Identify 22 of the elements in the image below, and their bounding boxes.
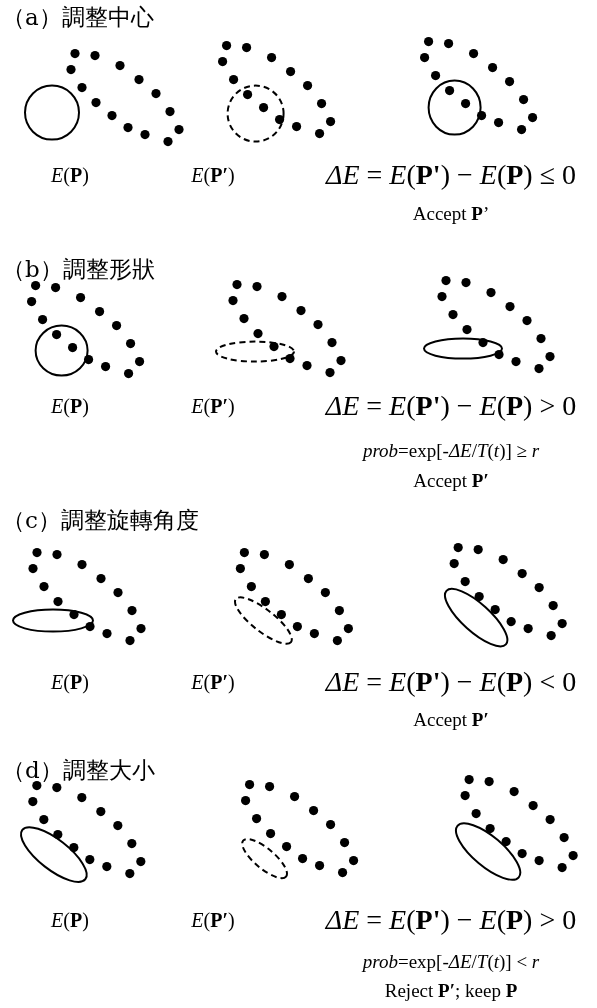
decision-note: Reject P′; keep P <box>384 979 518 1003</box>
energy-difference-formula: ΔE = E(P') − E(P) < 0 <box>325 665 577 699</box>
panel-heading: （c）調整旋轉角度 <box>2 507 199 535</box>
decision-note: Accept P′ <box>413 708 489 732</box>
panel-heading: （a）調整中心 <box>2 4 154 32</box>
decision-note: prob=exp[-ΔE/T(t)] < r <box>362 950 540 974</box>
panel-heading: （d）調整大小 <box>2 757 155 785</box>
decision-note: Accept P′ <box>413 469 489 493</box>
energy-label: E(P) <box>51 670 89 694</box>
panel-heading: （b）調整形狀 <box>2 256 155 284</box>
decision-note: Accept P’ <box>412 202 490 226</box>
energy-label: E(P′) <box>191 394 235 418</box>
decision-note: prob=exp[-ΔE/T(t)] ≥ r <box>362 439 540 463</box>
energy-difference-formula: ΔE = E(P') − E(P) ≤ 0 <box>326 158 576 192</box>
energy-difference-formula: ΔE = E(P') − E(P) > 0 <box>325 903 577 937</box>
energy-label: E(P′) <box>191 163 235 187</box>
energy-difference-formula: ΔE = E(P') − E(P) > 0 <box>325 389 577 423</box>
energy-label: E(P) <box>51 908 89 932</box>
energy-label: E(P′) <box>191 908 235 932</box>
energy-label: E(P′) <box>191 670 235 694</box>
energy-label: E(P) <box>51 163 89 187</box>
energy-label: E(P) <box>51 394 89 418</box>
